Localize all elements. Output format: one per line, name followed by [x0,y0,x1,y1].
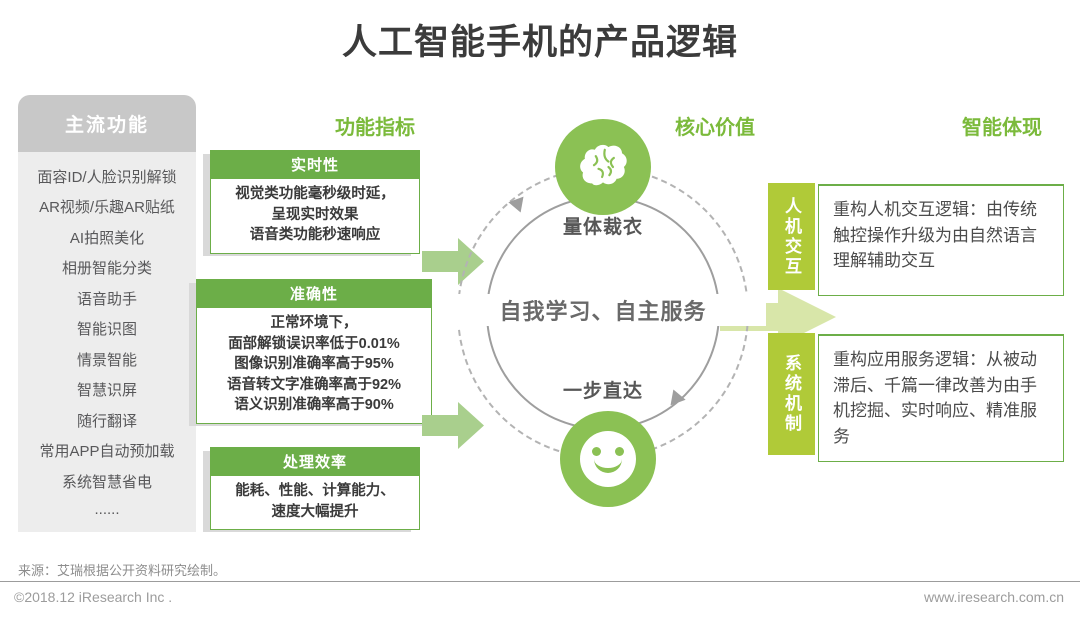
column-header-metrics: 功能指标 [335,117,415,139]
cycle-center-text: 自我学习、自主服务 [440,294,766,326]
smiley-eye [615,447,624,456]
metric-box-accuracy: 准确性 正常环境下， 面部解锁误识率低于0.01% 图像识别准确率高于95% 语… [196,279,432,424]
smiley-node [560,411,656,507]
result-box-interaction: 重构人机交互逻辑：由传统触控操作升级为由自然语言理解辅助交互 [818,184,1064,296]
list-item: 相册智能分类 [61,260,152,278]
result-tab-interaction: 人机交互 [768,183,815,290]
metric-box-title: 准确性 [197,280,431,308]
smiley-icon [580,431,636,487]
metric-line: 图像识别准确率高于95% [234,356,394,373]
column-header-core-value: 核心价值 [675,117,755,139]
flow-arrow-right-icon [720,288,836,346]
website-text: www.iresearch.com.cn [923,589,1064,605]
metric-line: 能耗、性能、计算能力、 [235,483,395,499]
metric-line: 语音转文字准确率高于92% [226,376,402,393]
metric-line: 视觉类功能毫秒级时延， [235,186,395,202]
metric-box-body: 能耗、性能、计算能力、 速度大幅提升 [211,476,419,529]
metric-box-realtime: 实时性 视觉类功能毫秒级时延， 呈现实时效果 语音类功能秒速响应 [210,150,420,254]
metric-box-body: 视觉类功能毫秒级时延， 呈现实时效果 语音类功能秒速响应 [211,179,419,253]
list-item: 面容ID/人脸识别解锁 [37,168,177,186]
metric-box-body: 正常环境下， 面部解锁误识率低于0.01% 图像识别准确率高于95% 语音转文字… [197,308,431,423]
list-item: 系统智慧省电 [61,473,152,491]
source-note: 来源：艾瑞根据公开资料研究绘制。 [18,563,227,578]
brain-node [555,119,651,215]
page-title: 人工智能手机的产品逻辑 [341,23,738,62]
result-box-system: 重构应用服务逻辑：从被动滞后、千篇一律改善为由手机挖掘、实时响应、精准服务 [818,334,1064,462]
result-tab-system: 系统机制 [768,333,815,455]
list-item: AR视频/乐趣AR贴纸 [39,199,175,217]
footer-divider [0,581,1080,582]
brain-icon [580,144,627,186]
metric-line: 语义识别准确率高于90% [234,397,394,414]
metric-line: 呈现实时效果 [271,206,359,223]
list-item: 常用APP自动预加载 [39,443,175,461]
metric-line: 语音类功能秒速响应 [249,227,381,244]
cycle-bottom-label: 一步直达 [562,381,643,402]
smiley-eye [592,447,601,456]
flow-arrow-right-icon [422,402,484,449]
sidebar-feature-list: 面容ID/人脸识别解锁 AR视频/乐趣AR贴纸 AI拍照美化 相册智能分类 语音… [18,152,196,532]
metric-line: 面部解锁误识率低于0.01% [228,335,400,352]
column-header-intelligence: 智能体现 [962,117,1042,139]
cycle-top-label: 量体裁衣 [562,217,643,238]
copyright-text: ©2018.12 iResearch Inc . [14,589,173,605]
metric-box-efficiency: 处理效率 能耗、性能、计算能力、 速度大幅提升 [210,447,420,531]
metric-line: 速度大幅提升 [271,503,359,520]
list-item: 智慧识屏 [76,382,137,400]
list-item: 语音助手 [76,290,137,308]
metric-box-title: 处理效率 [211,448,419,476]
list-item: 情景智能 [76,351,137,369]
list-item: AI拍照美化 [69,229,145,247]
sidebar-header: 主流功能 [18,95,196,152]
list-item: 智能识图 [76,321,137,339]
metric-box-title: 实时性 [211,151,419,179]
metric-line: 正常环境下， [270,315,358,331]
list-item: ...... [94,501,120,519]
smiley-mouth [594,457,622,473]
list-item: 随行翻译 [76,412,137,430]
